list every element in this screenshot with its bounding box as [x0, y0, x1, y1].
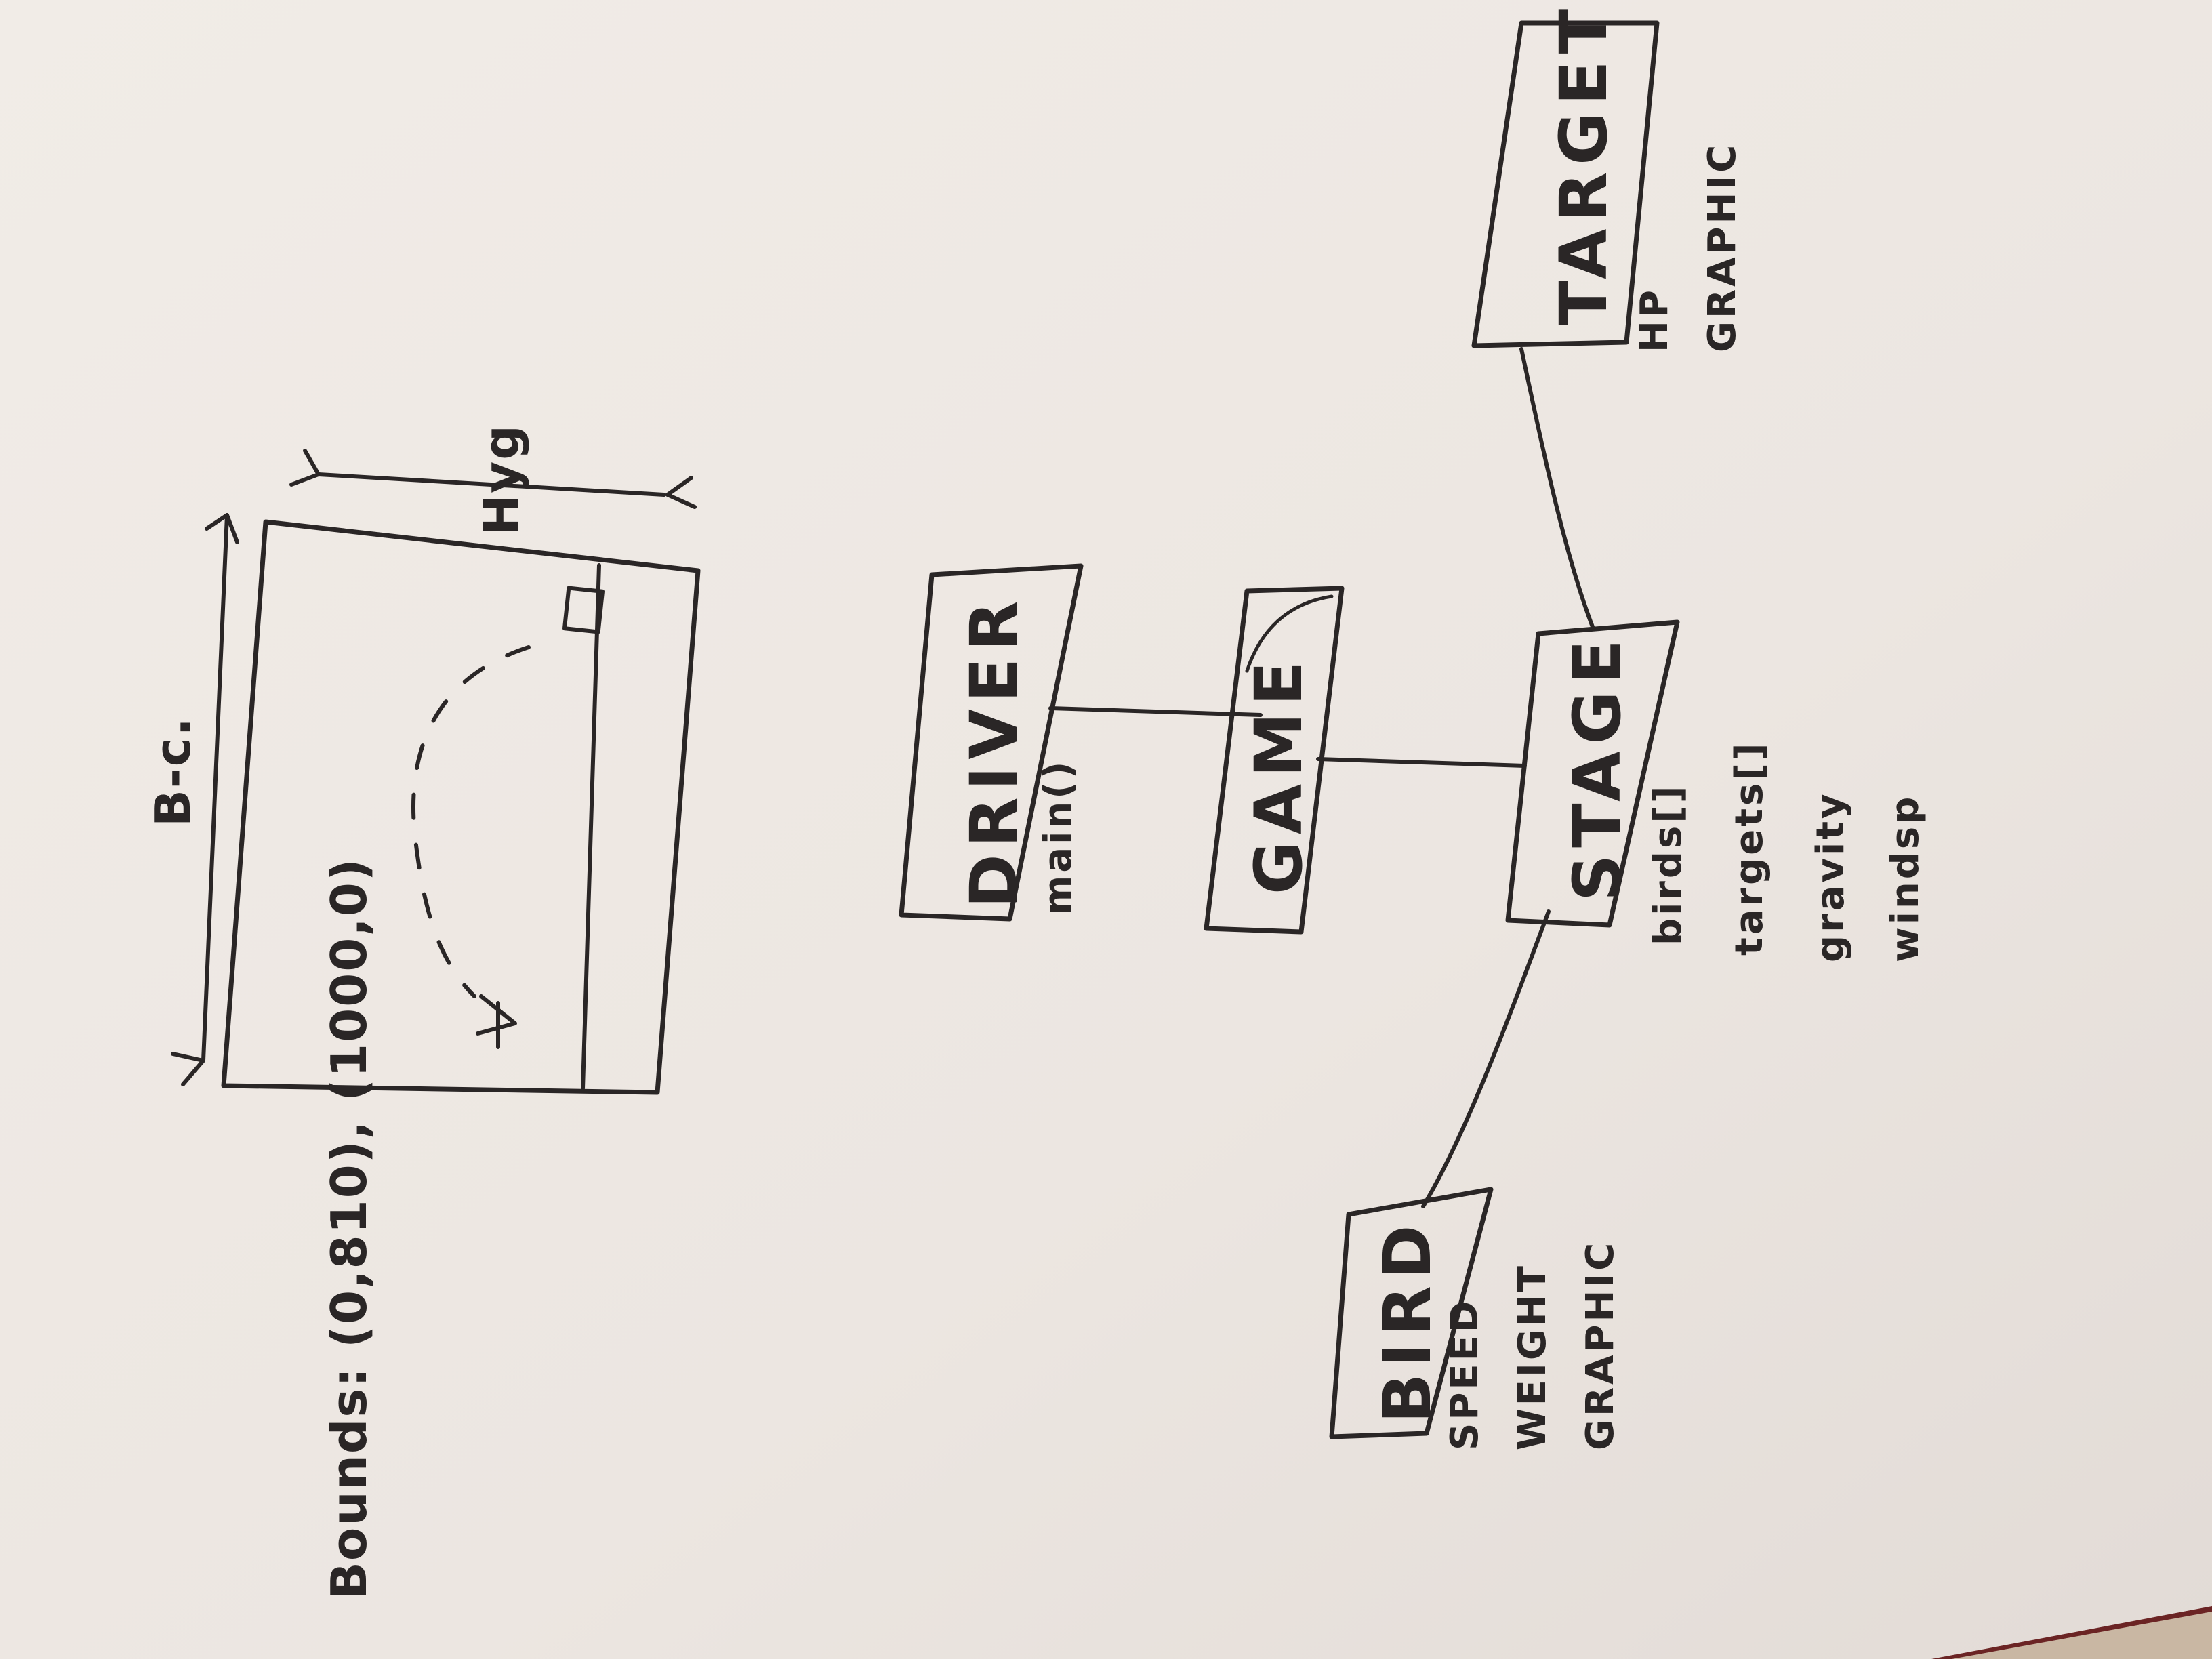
stage-attr: birds[]: [1646, 783, 1690, 945]
game-label: GAME: [1241, 655, 1317, 895]
driver-attr: main(): [1036, 759, 1080, 915]
stage-attr: targets[]: [1727, 740, 1771, 956]
stage-label: STAGE: [1559, 633, 1635, 901]
game-box-mark: [1245, 594, 1334, 673]
connector-driver-game: [1048, 706, 1263, 717]
stage-box: [1505, 619, 1680, 928]
driver-label: DRIVER: [956, 594, 1032, 908]
bird-label: BIRD: [1370, 1218, 1446, 1424]
game-box: [1204, 586, 1345, 935]
stage-attr: gravity: [1809, 792, 1853, 962]
table-corner: [1952, 1612, 2212, 1659]
target-attr: GRAPHIC: [1700, 142, 1744, 352]
driver-box: [899, 563, 1084, 922]
bird-glyph: [476, 994, 517, 1049]
connector-stage-target: [1519, 347, 1595, 629]
projectile-arc: [411, 645, 531, 998]
target-attr: HP: [1633, 287, 1677, 352]
target-square: [562, 586, 605, 634]
height-mark: Hyg: [473, 424, 530, 535]
connector-game-stage: [1316, 757, 1527, 768]
target-box: [1471, 20, 1660, 348]
bird-box: [1329, 1187, 1494, 1439]
class-diagram: [899, 20, 1680, 1439]
bird-attr: GRAPHIC: [1578, 1240, 1622, 1450]
game-screen-sketch: [171, 449, 701, 1095]
bird-attr: SPEED: [1443, 1298, 1487, 1450]
bird-attr: WEIGHT: [1511, 1263, 1555, 1450]
target-label: TARGET: [1546, 3, 1622, 325]
bounds-note: Bounds: (0,810), (1000,0): [321, 857, 377, 1599]
stage-attr: windsp: [1883, 794, 1927, 962]
connector-stage-bird: [1421, 909, 1551, 1208]
width-mark: B-c.: [144, 716, 201, 827]
